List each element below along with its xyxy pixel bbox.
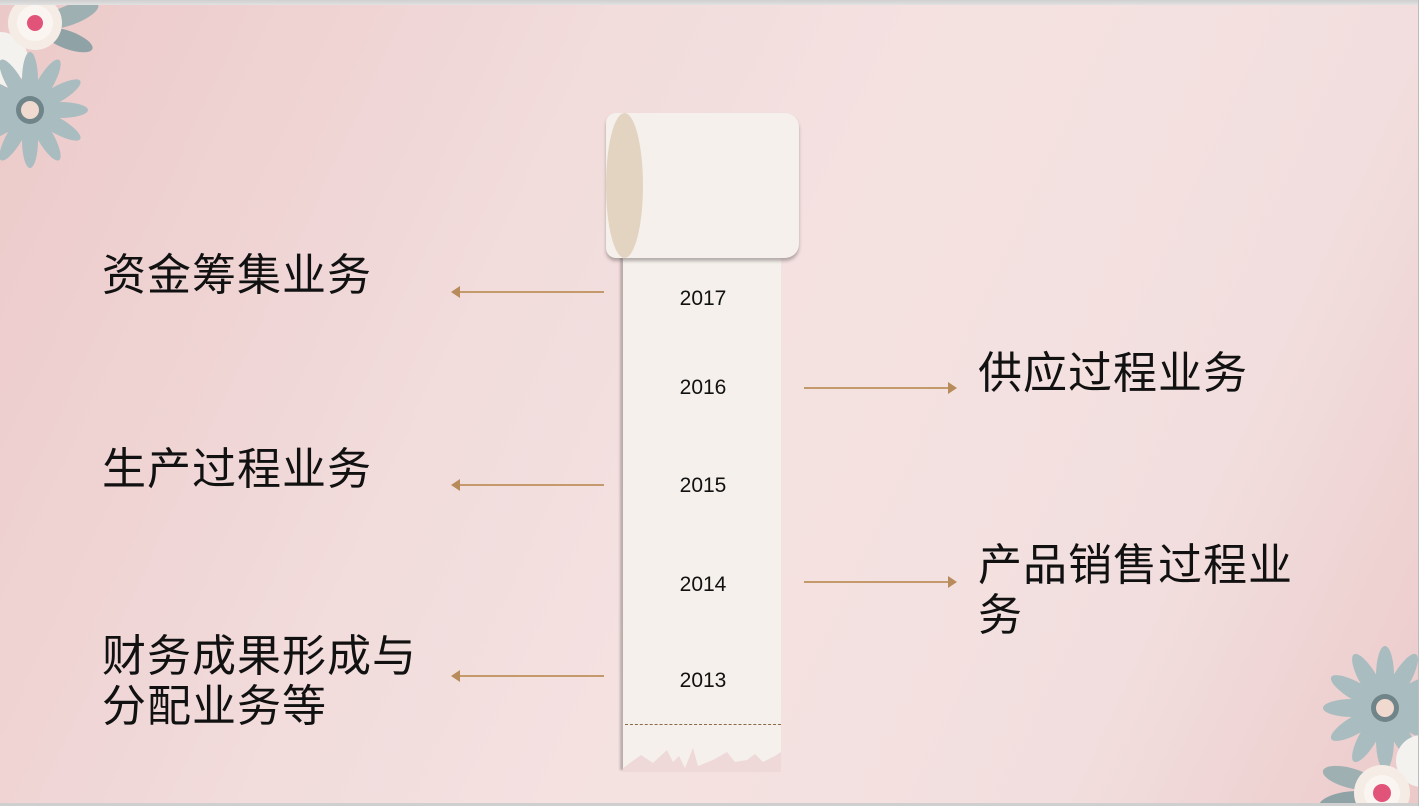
- year-label: 2015: [679, 474, 727, 497]
- tear-line: [625, 724, 781, 725]
- label-line: 分配业务等: [102, 681, 327, 732]
- arrow-right-icon: [804, 382, 957, 394]
- year-label: 2017: [679, 287, 727, 310]
- business-label-supply: 供应过程业务: [978, 348, 1248, 399]
- year-label: 2016: [679, 376, 727, 399]
- year-label: 2014: [679, 573, 727, 596]
- arrow-left-icon: [451, 286, 604, 298]
- business-label-sales: 产品销售过程业 务: [978, 541, 1293, 641]
- flower-decoration-icon: [1319, 646, 1418, 803]
- slide-canvas: 2017 2016 2015 2014 2013 资金筹集业务 生产过程业务 财…: [0, 5, 1418, 803]
- arrow-left-icon: [451, 479, 604, 491]
- business-label-production: 生产过程业务: [102, 444, 372, 495]
- label-line: 产品销售过程业: [978, 540, 1293, 591]
- timeline-paper-strip: [623, 250, 781, 772]
- arrow-right-icon: [804, 576, 957, 588]
- arrow-left-icon: [451, 670, 604, 682]
- business-label-financial-results: 财务成果形成与 分配业务等: [102, 632, 417, 732]
- label-line: 务: [978, 590, 1023, 641]
- paper-roll-end: [606, 113, 643, 258]
- label-line: 财务成果形成与: [102, 631, 417, 682]
- torn-edge-icon: [623, 748, 781, 772]
- business-label-fundraising: 资金筹集业务: [102, 250, 372, 301]
- flower-decoration-icon: [0, 5, 99, 168]
- window-bottom-bar: [0, 803, 1419, 806]
- window-top-bar: [0, 0, 1419, 5]
- year-label: 2013: [679, 669, 727, 692]
